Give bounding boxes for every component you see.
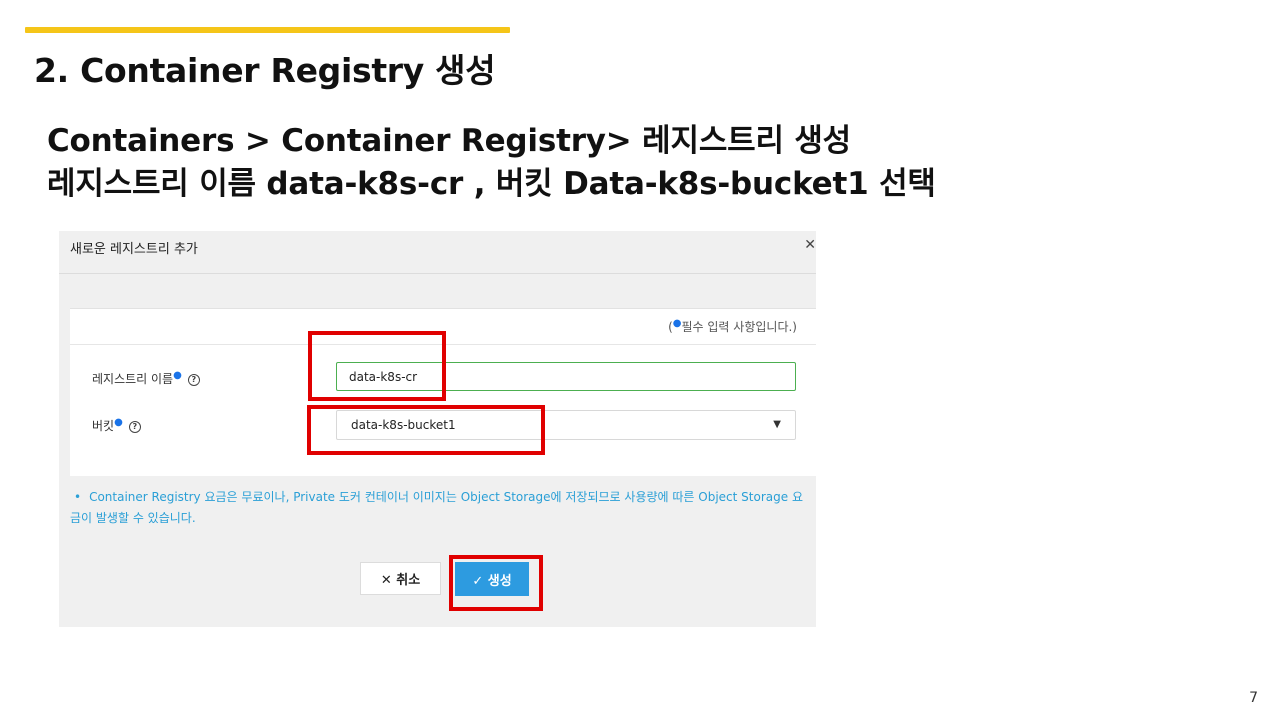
required-dot-icon: ● bbox=[173, 370, 182, 381]
dialog-header: 새로운 레지스트리 추가 ✕ bbox=[59, 231, 816, 274]
registry-name-label: 레지스트리 이름●? bbox=[92, 370, 200, 387]
required-note: (●필수 입력 사항입니다.) bbox=[668, 318, 797, 335]
add-registry-dialog: 새로운 레지스트리 추가 ✕ (●필수 입력 사항입니다.) 레지스트리 이름●… bbox=[59, 231, 816, 627]
bucket-select[interactable]: data-k8s-bucket1 ▼ bbox=[336, 410, 796, 440]
required-note-paren: ( bbox=[668, 320, 673, 334]
registry-name-input[interactable] bbox=[336, 362, 796, 391]
instruction-line-1: Containers > Container Registry> 레지스트리 생… bbox=[47, 123, 852, 159]
instructions: Containers > Container Registry> 레지스트리 생… bbox=[47, 120, 936, 206]
registry-form: (●필수 입력 사항입니다.) 레지스트리 이름●? 버킷●? data-k8s… bbox=[70, 308, 816, 476]
pricing-info-text: Container Registry 요금은 무료이나, Private 도커 … bbox=[70, 490, 803, 525]
bucket-label: 버킷●? bbox=[92, 417, 141, 434]
help-icon[interactable]: ? bbox=[128, 420, 141, 433]
pricing-info: •Container Registry 요금은 무료이나, Private 도커… bbox=[70, 487, 810, 529]
registry-name-label-text: 레지스트리 이름 bbox=[92, 372, 174, 386]
bucket-selected-value: data-k8s-bucket1 bbox=[351, 418, 456, 432]
info-bullet-icon: • bbox=[74, 490, 82, 504]
form-divider bbox=[70, 344, 816, 345]
chevron-down-icon: ▼ bbox=[773, 419, 781, 430]
cancel-button[interactable]: ✕ 취소 bbox=[360, 562, 441, 595]
required-dot-icon: ● bbox=[114, 417, 123, 428]
page-number: 7 bbox=[1249, 690, 1258, 706]
close-icon[interactable]: ✕ bbox=[804, 237, 816, 253]
bucket-label-text: 버킷 bbox=[92, 419, 115, 433]
instruction-line-2: 레지스트리 이름 data-k8s-cr , 버킷 Data-k8s-bucke… bbox=[47, 166, 936, 202]
slide-title: 2. Container Registry 생성 bbox=[34, 51, 496, 90]
required-note-text: 필수 입력 사항입니다.) bbox=[681, 320, 798, 334]
help-icon[interactable]: ? bbox=[187, 373, 200, 386]
title-accent-bar bbox=[25, 27, 510, 33]
required-dot-icon: ● bbox=[672, 318, 682, 329]
dialog-title: 새로운 레지스트리 추가 bbox=[70, 242, 198, 257]
create-button[interactable]: ✓ 생성 bbox=[455, 562, 529, 596]
